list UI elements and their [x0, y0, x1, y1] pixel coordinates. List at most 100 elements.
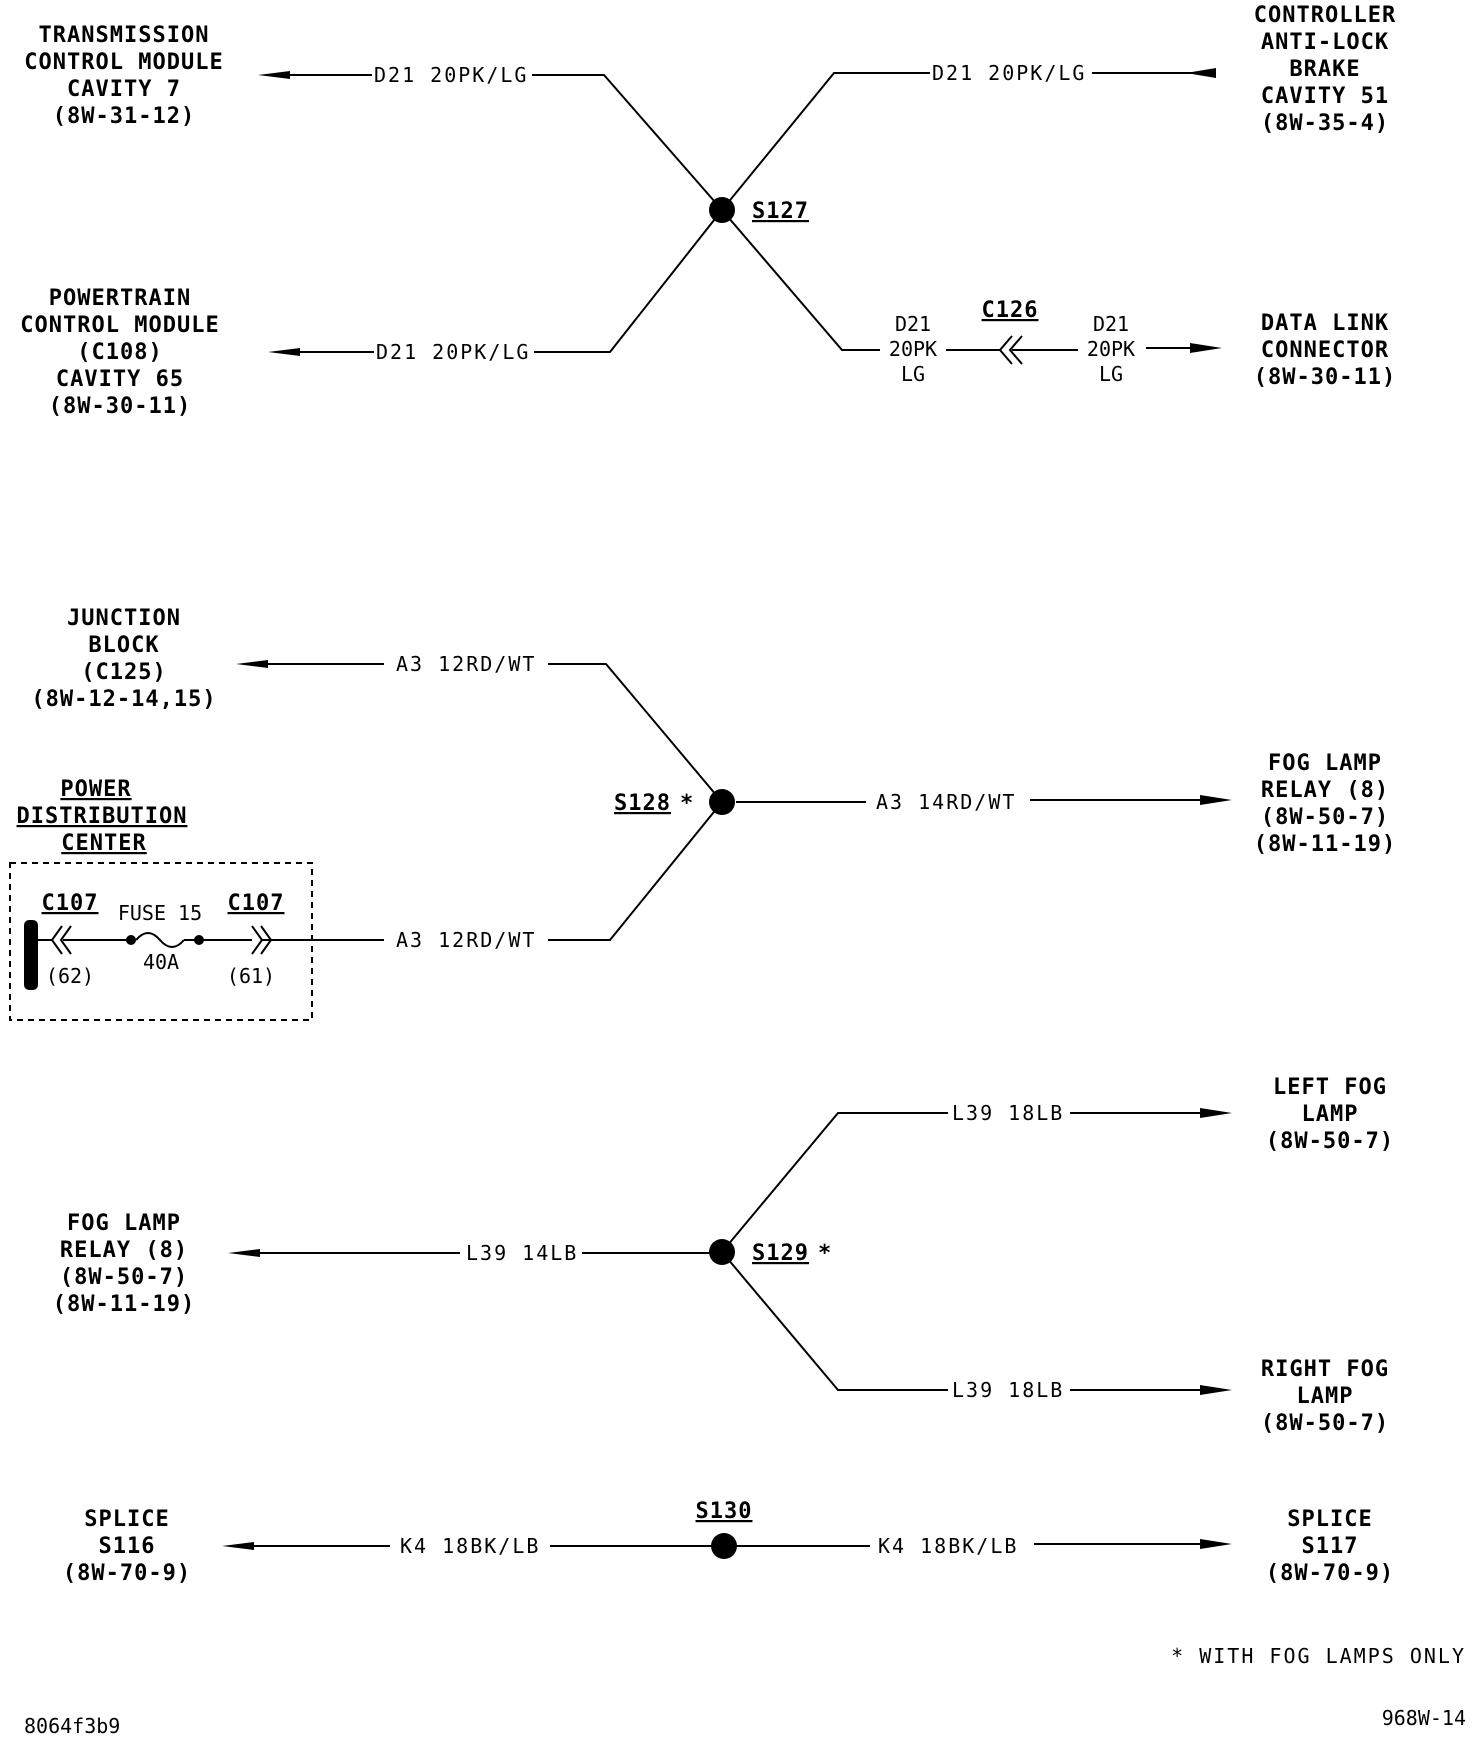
tcm-line-4: (8W-31-12): [53, 104, 195, 129]
splice-s128-asterisk: *: [680, 791, 694, 816]
arrow-left-icon: [236, 660, 268, 668]
fog-relay-right-label: FOG LAMP RELAY (8) (8W-50-7) (8W-11-19): [1254, 751, 1396, 857]
splice-s129-label: S129: [752, 1241, 809, 1266]
wire-label-dlc-left-3: LG: [901, 362, 925, 386]
splice-s129-asterisk: *: [818, 1241, 832, 1266]
arrow-left-icon: [268, 348, 300, 356]
c107-left-pin: (62): [46, 964, 94, 988]
dlc-line-1: DATA LINK: [1261, 311, 1389, 336]
wire-label-s117: K4 18BK/LB: [878, 1534, 1018, 1558]
fog-relay-left-line-4: (8W-11-19): [53, 1292, 195, 1317]
left-fog-label: LEFT FOG LAMP (8W-50-7): [1266, 1075, 1394, 1154]
wire-label-dlc-left-2: 20PK: [889, 337, 937, 361]
wire-label-relay-l39: L39 14LB: [466, 1241, 578, 1265]
left-fog-line-1: LEFT FOG: [1273, 1075, 1387, 1100]
fuse-rating: 40A: [143, 950, 179, 974]
jb-line-2: BLOCK: [88, 633, 159, 658]
wire-pcm: D21 20PK/LG: [268, 209, 723, 364]
code-right: 968W-14: [1382, 1706, 1466, 1730]
wire-s117: K4 18BK/LB: [736, 1534, 1232, 1558]
splice-s130-dot: [711, 1533, 737, 1559]
wire-right-fog: L39 18LB: [721, 1251, 1232, 1402]
junction-block-label: JUNCTION BLOCK (C125) (8W-12-14,15): [31, 606, 215, 712]
arrow-right-icon: [1200, 1539, 1232, 1549]
splice-s129-dot: [709, 1239, 735, 1265]
wire-label-s116: K4 18BK/LB: [400, 1534, 540, 1558]
abs-line-1: CONTROLLER: [1254, 3, 1396, 28]
arrow-left-icon: [1186, 68, 1216, 78]
splice-s130-label: S130: [696, 1499, 753, 1524]
pcm-line-4: CAVITY 65: [56, 367, 184, 392]
wire-pdc: A3 12RD/WT: [274, 801, 723, 952]
s117-line-2: S117: [1302, 1534, 1359, 1559]
right-fog-line-2: LAMP: [1297, 1384, 1354, 1409]
pdc-box: C107 C107 FUSE 15 40A (62) (61): [9, 862, 313, 1021]
dlc-line-2: CONNECTOR: [1261, 338, 1389, 363]
wire-fog-relay-l39: L39 14LB: [228, 1241, 710, 1265]
jb-line-3: (C125): [81, 660, 166, 685]
wire-label-dlc-right-2: 20PK: [1087, 337, 1135, 361]
fog-relay-right-line-2: RELAY (8): [1261, 778, 1389, 803]
tcm-line-1: TRANSMISSION: [39, 23, 210, 48]
pdc-line-3: CENTER: [61, 831, 146, 856]
arrow-right-icon: [1200, 1385, 1232, 1395]
splice-s117-label: SPLICE S117 (8W-70-9): [1266, 1507, 1394, 1586]
fog-relay-left-line-1: FOG LAMP: [67, 1211, 181, 1236]
tcm-line-2: CONTROL MODULE: [24, 50, 223, 75]
arrow-left-icon: [228, 1249, 260, 1257]
fog-relay-right-line-4: (8W-11-19): [1254, 832, 1396, 857]
wire-tcm: D21 20PK/LG: [258, 63, 723, 211]
wire-label-pcm: D21 20PK/LG: [376, 340, 530, 364]
arrow-right-icon: [1200, 1108, 1232, 1118]
arrow-left-icon: [222, 1542, 254, 1550]
splice-s128-label: S128: [614, 791, 671, 816]
fog-relay-left-label: FOG LAMP RELAY (8) (8W-50-7) (8W-11-19): [53, 1211, 195, 1317]
fuse-terminal-left: [126, 935, 136, 945]
c107-left-label: C107: [42, 891, 99, 916]
right-fog-label: RIGHT FOG LAMP (8W-50-7): [1261, 1357, 1389, 1436]
wire-label-dlc-right-1: D21: [1093, 312, 1129, 336]
s117-line-1: SPLICE: [1287, 1507, 1372, 1532]
code-left: 8064f3b9: [24, 1714, 120, 1738]
wire-label-tcm: D21 20PK/LG: [374, 63, 528, 87]
arrow-right-icon: [1200, 795, 1232, 805]
pcm-line-2: CONTROL MODULE: [20, 313, 219, 338]
wire-abs: D21 20PK/LG: [721, 61, 1216, 211]
pcm-line-1: POWERTRAIN: [49, 286, 191, 311]
wire-left-fog: L39 18LB: [721, 1101, 1232, 1253]
pcm-line-5: (8W-30-11): [49, 394, 191, 419]
pdc-line-2: DISTRIBUTION: [17, 804, 188, 829]
wire-junction-block: A3 12RD/WT: [236, 652, 723, 803]
right-fog-line-1: RIGHT FOG: [1261, 1357, 1389, 1382]
tcm-label: TRANSMISSION CONTROL MODULE CAVITY 7 (8W…: [24, 23, 223, 129]
wire-label-dlc-right-3: LG: [1099, 362, 1123, 386]
wire-dlc: D21 20PK LG C126 D21 20PK LG: [721, 209, 1222, 386]
abs-line-5: (8W-35-4): [1261, 111, 1389, 136]
arrow-right-icon: [1190, 343, 1222, 353]
wire-label-pdc: A3 12RD/WT: [396, 928, 536, 952]
tcm-line-3: CAVITY 7: [67, 77, 181, 102]
left-fog-line-3: (8W-50-7): [1266, 1129, 1394, 1154]
wire-s116: K4 18BK/LB: [222, 1534, 712, 1558]
pcm-label: POWERTRAIN CONTROL MODULE (C108) CAVITY …: [20, 286, 219, 419]
abs-line-4: CAVITY 51: [1261, 84, 1389, 109]
pdc-line-1: POWER: [60, 777, 131, 802]
s116-line-2: S116: [99, 1534, 156, 1559]
splice-s116-label: SPLICE S116 (8W-70-9): [63, 1507, 191, 1586]
c107-right-pin: (61): [227, 964, 275, 988]
wire-fog-relay: A3 14RD/WT: [736, 790, 1232, 814]
c126-label: C126: [982, 298, 1039, 323]
left-fog-line-2: LAMP: [1302, 1102, 1359, 1127]
dlc-line-3: (8W-30-11): [1254, 365, 1396, 390]
wire-label-right-fog: L39 18LB: [952, 1378, 1064, 1402]
right-fog-line-3: (8W-50-7): [1261, 1411, 1389, 1436]
dlc-label: DATA LINK CONNECTOR (8W-30-11): [1254, 311, 1396, 390]
fuse-icon: [135, 932, 185, 948]
abs-line-3: BRAKE: [1289, 57, 1360, 82]
splice-s127-label: S127: [752, 199, 809, 224]
s117-line-3: (8W-70-9): [1266, 1561, 1394, 1586]
s116-line-3: (8W-70-9): [63, 1561, 191, 1586]
pdc-label: POWER DISTRIBUTION CENTER: [17, 777, 188, 856]
splice-s127-dot: [709, 197, 735, 223]
